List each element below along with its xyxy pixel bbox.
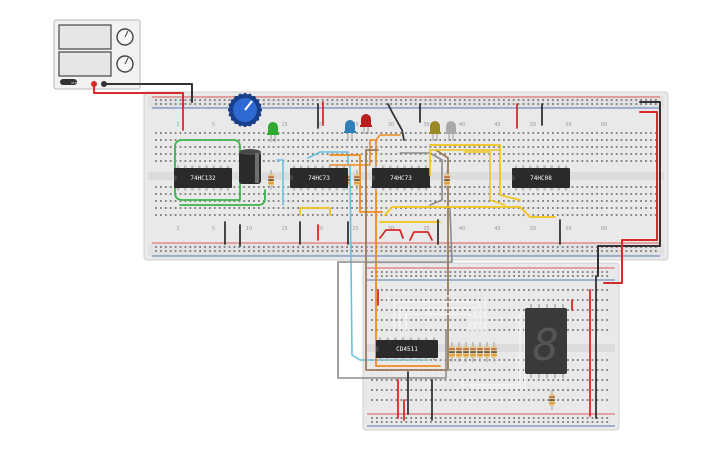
wire-yellow-bottom-b[interactable] xyxy=(384,206,556,218)
column-number: 15 xyxy=(281,226,287,232)
wire-green-bottom[interactable] xyxy=(179,189,266,206)
electrolytic-capacitor[interactable] xyxy=(239,149,261,184)
column-number: 60 xyxy=(601,226,607,232)
resistor[interactable] xyxy=(354,170,360,190)
resistor[interactable] xyxy=(268,170,274,190)
chip-cd4511[interactable]: CD4511 xyxy=(376,337,438,361)
wires-front[interactable] xyxy=(375,134,501,176)
wire-gray-loop[interactable] xyxy=(337,261,447,379)
leds[interactable] xyxy=(267,114,457,142)
resistors[interactable] xyxy=(268,170,555,410)
column-number: 30 xyxy=(388,226,394,232)
secondary-breadboard-holes xyxy=(371,271,609,423)
wires[interactable] xyxy=(93,83,661,421)
chip-74hc73-b[interactable]: 74HC73 xyxy=(372,165,430,191)
display-digit: 8 xyxy=(533,320,560,371)
led-green[interactable] xyxy=(267,122,279,142)
chip-label: CD4511 xyxy=(396,346,418,353)
wire-orange-a[interactable] xyxy=(329,154,383,213)
wire-gray-down[interactable] xyxy=(344,209,453,263)
wire-orange-c[interactable] xyxy=(329,139,377,166)
resistor[interactable] xyxy=(449,342,455,362)
column-number: 20 xyxy=(317,122,323,128)
wire-supply-negative[interactable] xyxy=(103,83,193,103)
column-number: 50 xyxy=(530,226,536,232)
column-number: 55 xyxy=(565,226,571,232)
power-switch-label: OFF xyxy=(71,81,77,85)
led-olive[interactable] xyxy=(429,121,441,141)
column-number: 1 xyxy=(176,122,179,128)
column-number: 35 xyxy=(423,226,429,232)
wire-orange-b[interactable] xyxy=(375,139,441,367)
resistor[interactable] xyxy=(456,342,462,362)
wire-gray-top[interactable] xyxy=(399,152,443,206)
column-number: 45 xyxy=(494,122,500,128)
column-number: 40 xyxy=(459,122,465,128)
resistor[interactable] xyxy=(444,170,450,190)
wire-yellow-front[interactable] xyxy=(429,149,501,176)
wire-black-top-b[interactable] xyxy=(387,103,405,141)
led-red[interactable] xyxy=(360,114,372,134)
main-breadboard-column-numbers: 1155101015152020252530303535404045455050… xyxy=(176,122,607,232)
resistor[interactable] xyxy=(491,342,497,362)
resistor[interactable] xyxy=(463,342,469,362)
wire-rail-black-right[interactable] xyxy=(597,101,661,277)
chip-74hc73-a[interactable]: 74HC73 xyxy=(290,165,348,191)
wire-red-short-b[interactable] xyxy=(409,231,433,241)
chip-label: 74HC73 xyxy=(390,175,412,182)
led-blue[interactable] xyxy=(344,120,356,140)
column-number: 10 xyxy=(246,226,252,232)
resistor[interactable] xyxy=(477,342,483,362)
column-number: 5 xyxy=(212,226,215,232)
column-number: 5 xyxy=(212,122,215,128)
wire-yellow-long[interactable] xyxy=(429,144,521,201)
wire-yellow-right[interactable] xyxy=(464,151,506,206)
chip-74hc132[interactable]: 74HC132 xyxy=(174,165,232,191)
seven-segment-display[interactable]: 8 xyxy=(525,304,567,378)
wire-brown[interactable] xyxy=(365,149,449,371)
led-gray[interactable] xyxy=(445,121,457,141)
current-display xyxy=(58,51,112,77)
column-number: 60 xyxy=(601,122,607,128)
resistor[interactable] xyxy=(484,342,490,362)
wire-blue-to-display[interactable] xyxy=(349,164,429,361)
chip-74hc08[interactable]: 74HC08 xyxy=(512,165,570,191)
column-number: 15 xyxy=(281,122,287,128)
wire-orange-front[interactable] xyxy=(375,134,401,141)
wire-blue-clock[interactable] xyxy=(276,151,349,206)
resistor[interactable] xyxy=(549,390,555,410)
wire-red-short-a[interactable] xyxy=(379,229,404,239)
column-number: 50 xyxy=(530,122,536,128)
column-number: 35 xyxy=(423,122,429,128)
power-switch[interactable] xyxy=(60,79,77,85)
column-number: 1 xyxy=(176,226,179,232)
chip-label: 74HC73 xyxy=(308,175,330,182)
column-number: 45 xyxy=(494,226,500,232)
chip-label: 74HC08 xyxy=(530,175,552,182)
voltage-display xyxy=(58,24,112,50)
wire-supply-positive[interactable] xyxy=(93,83,184,108)
wire-rail-red-right[interactable] xyxy=(603,111,658,284)
potentiometer[interactable] xyxy=(227,92,263,128)
column-number: 25 xyxy=(352,122,358,128)
column-number: 20 xyxy=(317,226,323,232)
column-number: 30 xyxy=(388,122,394,128)
column-number: 25 xyxy=(352,226,358,232)
wire-yellow-bottom-a[interactable] xyxy=(299,207,331,216)
column-number: 40 xyxy=(459,226,465,232)
chip-label: 74HC132 xyxy=(190,175,216,182)
column-number: 55 xyxy=(565,122,571,128)
power-supply[interactable]: OFF xyxy=(53,19,141,90)
wire-green-loop[interactable] xyxy=(174,139,241,201)
resistor[interactable] xyxy=(470,342,476,362)
